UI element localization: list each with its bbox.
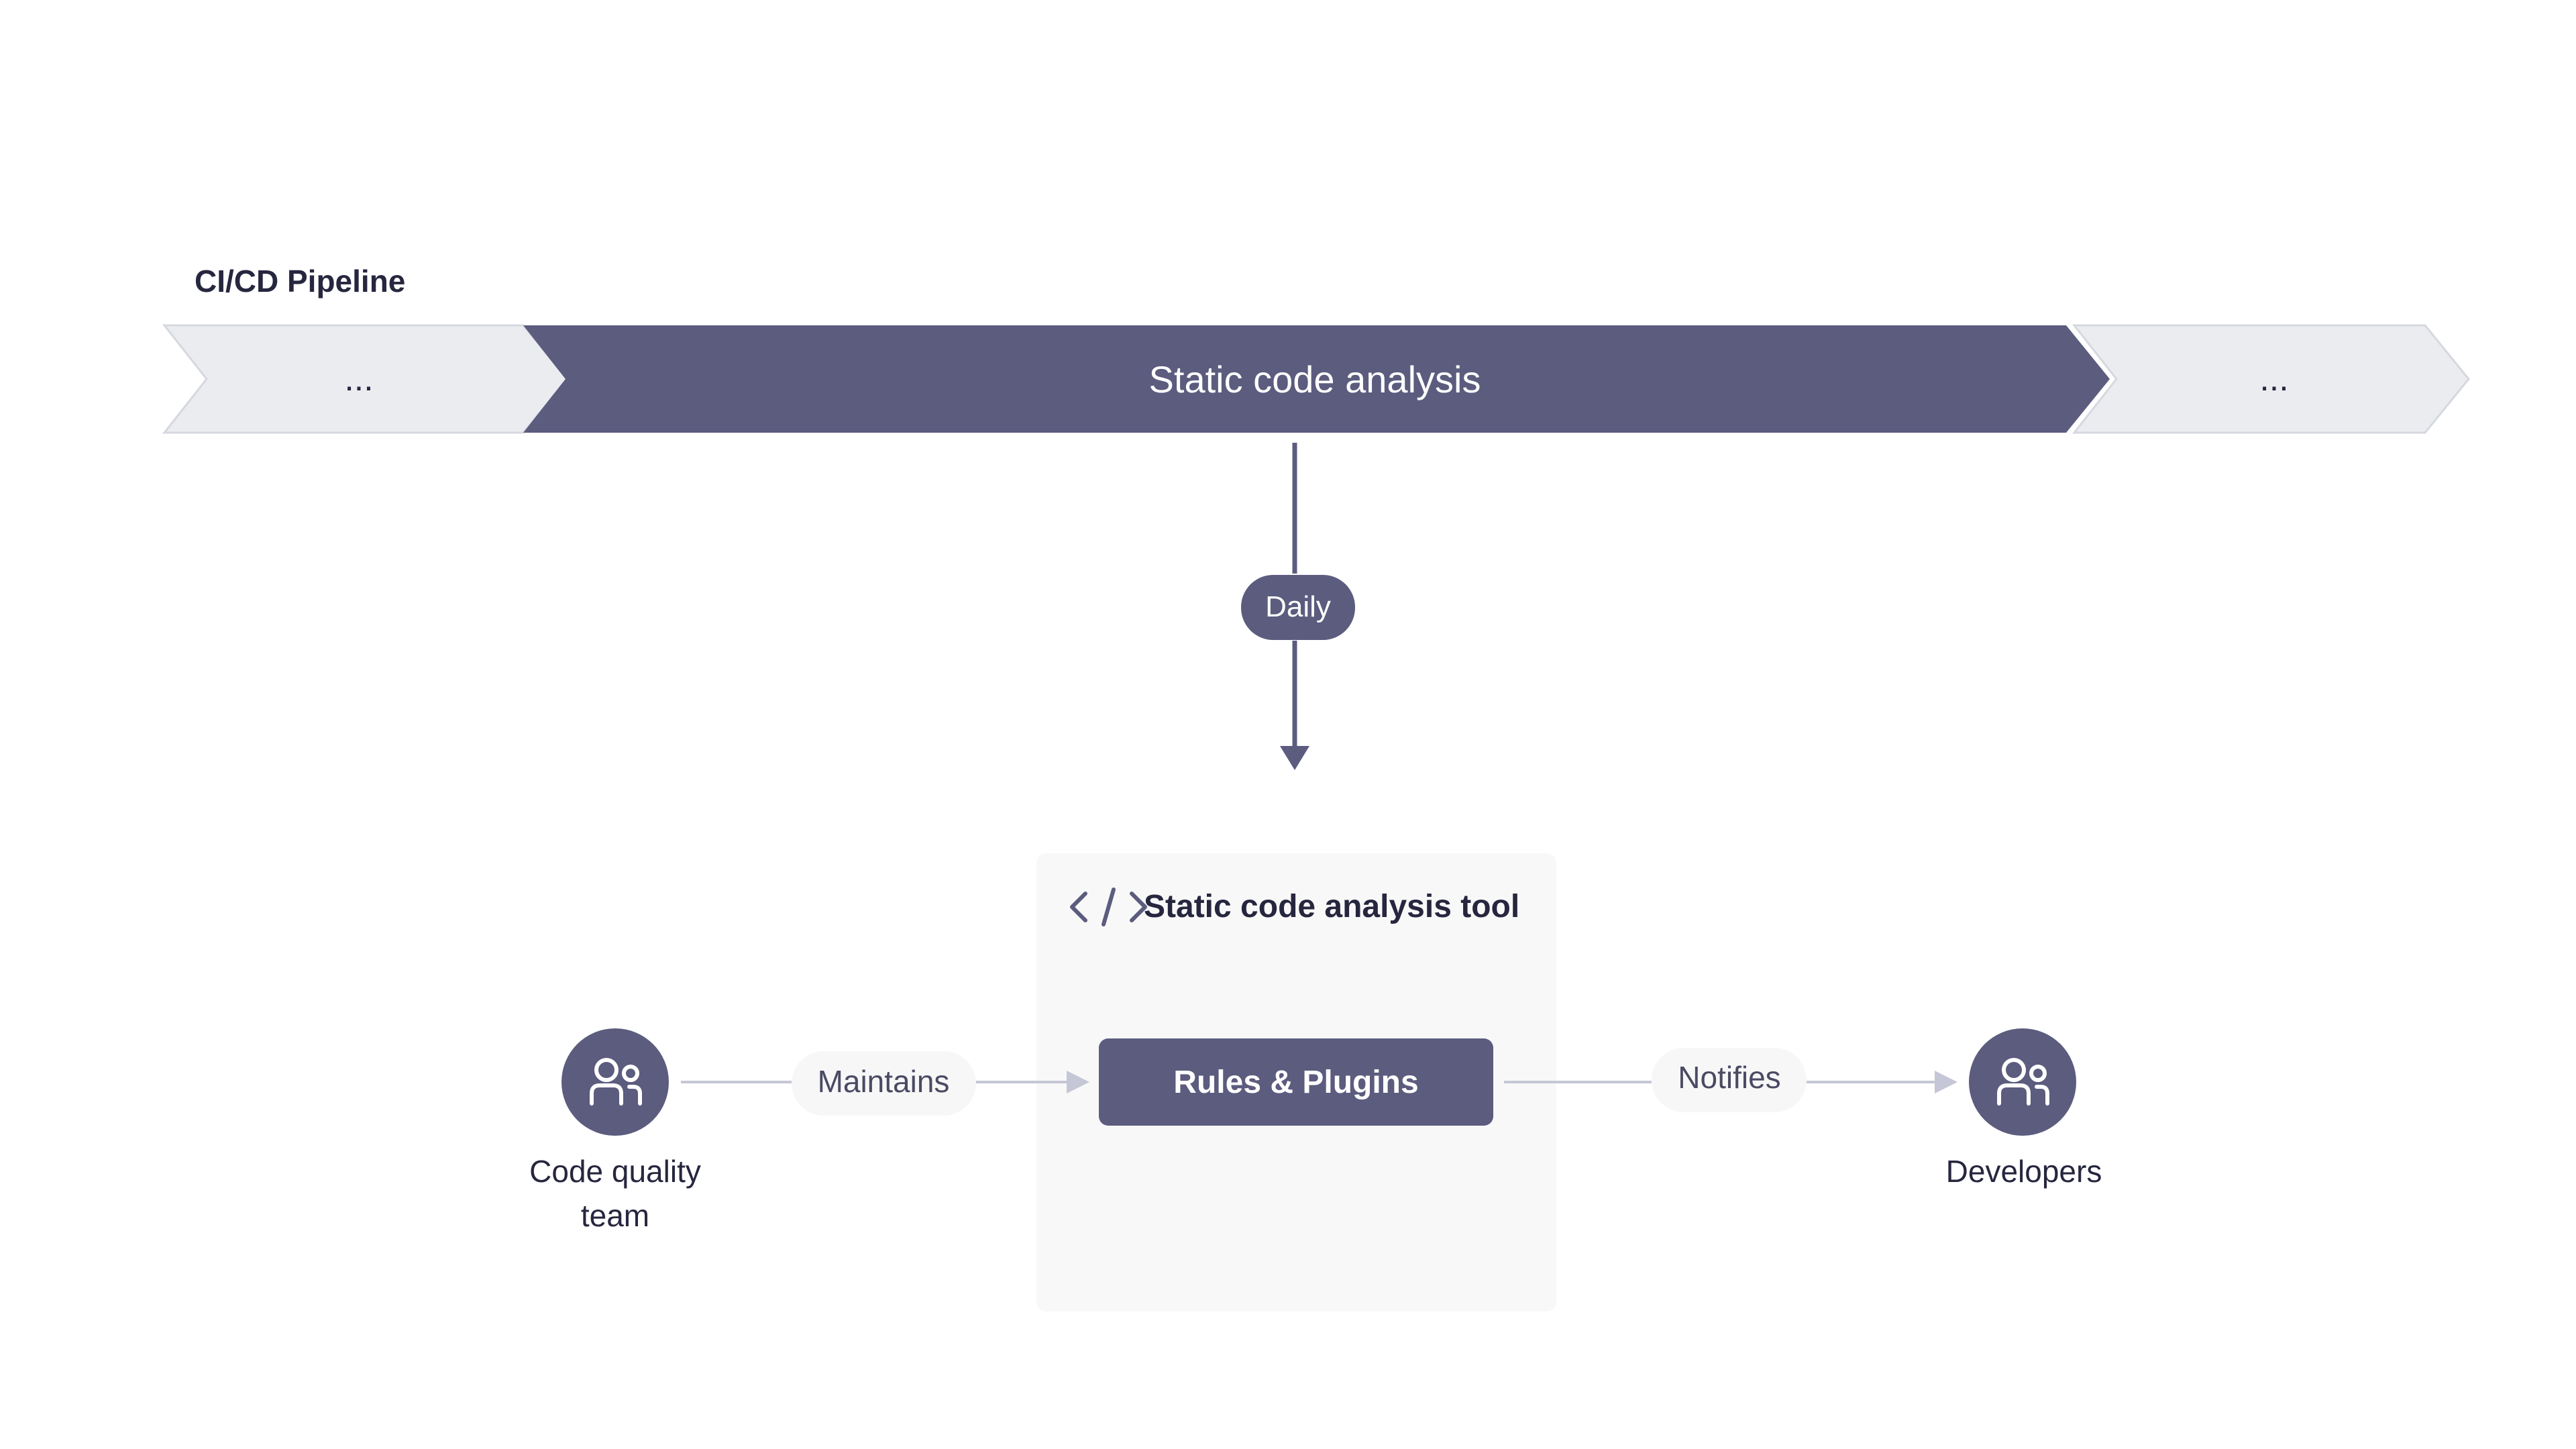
rules-plugins-label: Rules & Plugins — [1173, 1065, 1418, 1100]
edge-maintains-arrowhead — [1067, 1071, 1089, 1093]
pipeline-stage-next: ... — [2072, 324, 2470, 434]
tool-title: Static code analysis tool — [1144, 889, 1519, 924]
stage-previous-label: ... — [344, 360, 373, 398]
stage-next-label: ... — [2259, 360, 2288, 398]
edge-notifies-arrowhead — [1935, 1071, 1957, 1093]
edge-maintains-badge — [792, 1051, 976, 1116]
edge-notifies-badge — [1652, 1048, 1807, 1112]
actor-developers-name: Developers — [1946, 1154, 2102, 1189]
pipeline-stage-previous: ... — [162, 324, 568, 434]
edge-notifies-label: Notifies — [1678, 1060, 1780, 1095]
trigger-label: Daily — [1265, 590, 1331, 623]
stage-main-label: Static code analysis — [1149, 358, 1481, 400]
actor-developers[interactable]: Developers — [1946, 1028, 2102, 1189]
rules-plugins-component[interactable]: Rules & Plugins — [1099, 1038, 1493, 1126]
users-icon — [1997, 1058, 2049, 1106]
trigger-arrow-head — [1280, 746, 1309, 770]
pipeline-title: CI/CD Pipeline — [195, 264, 405, 299]
trigger-badge — [1241, 575, 1355, 640]
edge-maintains: Maintains — [681, 1051, 1089, 1116]
edge-maintains-label: Maintains — [818, 1064, 950, 1099]
trigger-arrow: Daily — [1241, 443, 1355, 770]
users-icon — [590, 1058, 642, 1106]
pipeline-stage-static-analysis: Static code analysis — [523, 325, 2110, 433]
code-icon — [1070, 888, 1147, 926]
edge-notifies: Notifies — [1504, 1048, 1957, 1112]
actor-code-quality-name-line1: Code quality — [529, 1154, 701, 1189]
actor-code-quality-name-line2: team — [581, 1198, 649, 1233]
actor-code-quality-team[interactable]: Code quality team — [529, 1028, 701, 1233]
